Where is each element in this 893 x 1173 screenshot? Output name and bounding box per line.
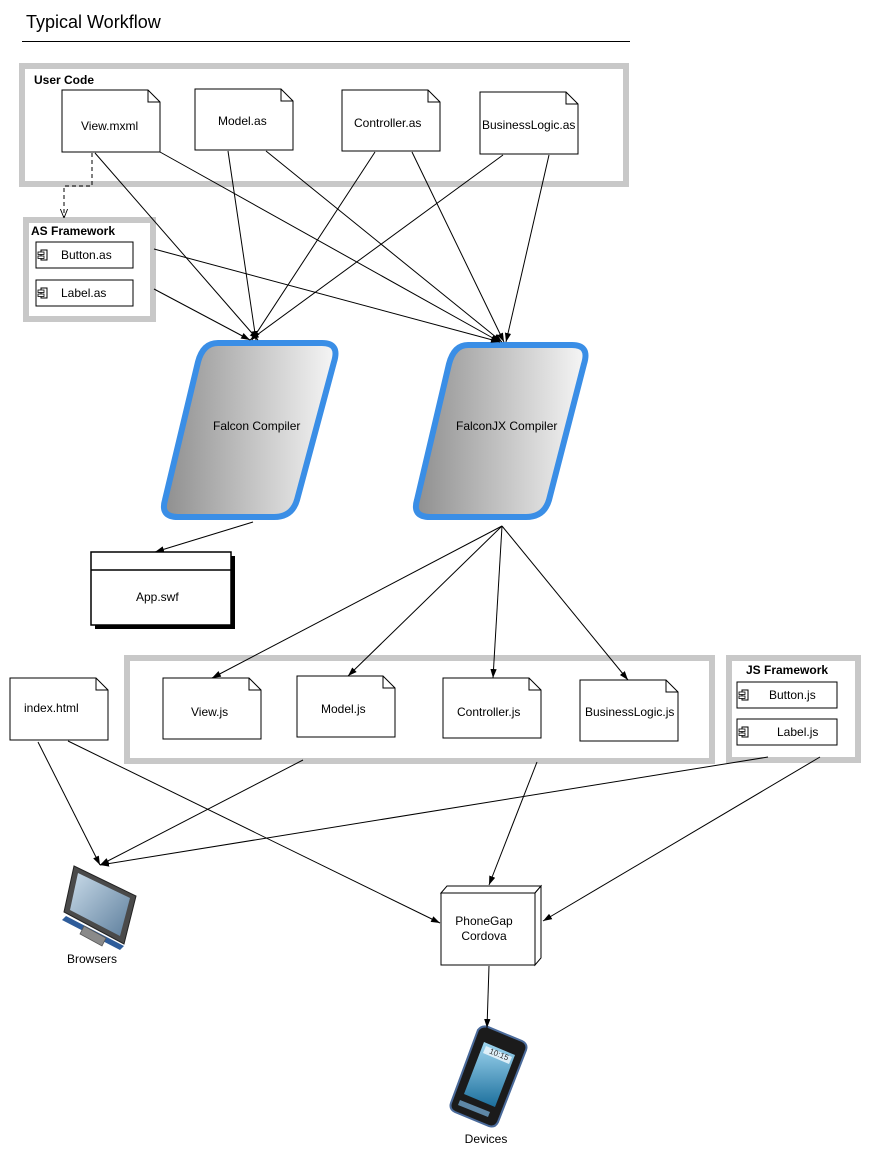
file-view-mxml[interactable]	[61, 89, 161, 153]
phonegap-label: PhoneGap	[455, 914, 513, 928]
file-businesslogic-as[interactable]	[479, 91, 579, 155]
file-view-js[interactable]	[162, 677, 262, 740]
file-businesslogic-js[interactable]	[579, 679, 679, 742]
falcon-compiler-label: Falcon Compiler	[213, 419, 301, 433]
file-model-as[interactable]	[194, 88, 294, 151]
component-label-js[interactable]	[736, 718, 838, 746]
connector-lines	[37, 150, 821, 1029]
file-index-html[interactable]	[9, 677, 109, 741]
js-framework-label: JS Framework	[746, 663, 829, 677]
cordova-label: Cordova	[461, 929, 507, 943]
devices-label: Devices	[464, 1132, 508, 1146]
model-as-label: Model.as	[218, 114, 267, 128]
phone-icon	[449, 1025, 528, 1128]
businesslogic-js-label: BusinessLogic.js	[585, 705, 675, 719]
file-controller-as[interactable]	[341, 89, 441, 152]
view-mxml-label: View.mxml	[81, 119, 139, 133]
label-as-label: Label.as	[61, 286, 107, 300]
falconjx-compiler-shape[interactable]	[412, 342, 589, 520]
label-js-label: Label.js	[777, 725, 819, 739]
controller-as-label: Controller.as	[354, 116, 422, 130]
falcon-compiler-shape[interactable]	[160, 340, 339, 520]
app-swf-box[interactable]	[90, 551, 235, 629]
app-swf-label: App.swf	[136, 590, 179, 604]
monitor-icon	[62, 865, 137, 950]
as-framework-label: AS Framework	[31, 224, 116, 238]
file-model-js[interactable]	[296, 675, 396, 738]
browsers-label: Browsers	[66, 952, 118, 966]
file-controller-js[interactable]	[442, 677, 542, 739]
model-js-label: Model.js	[321, 702, 366, 716]
index-html-label: index.html	[24, 701, 79, 715]
controller-js-label: Controller.js	[457, 705, 521, 719]
falconjx-compiler-label: FalconJX Compiler	[456, 419, 558, 433]
button-js-label: Button.js	[769, 688, 816, 702]
view-js-label: View.js	[191, 705, 229, 719]
phonegap-cordova-node[interactable]	[439, 884, 543, 967]
user-code-label: User Code	[34, 73, 95, 87]
button-as-label: Button.as	[61, 248, 112, 262]
dependency-arrow	[64, 153, 93, 218]
component-label-as[interactable]	[35, 279, 134, 307]
title-divider	[22, 41, 630, 42]
component-button-js[interactable]	[736, 681, 838, 709]
page-title: Typical Workflow	[26, 12, 161, 32]
component-button-as[interactable]	[35, 241, 134, 269]
businesslogic-as-label: BusinessLogic.as	[482, 118, 576, 132]
